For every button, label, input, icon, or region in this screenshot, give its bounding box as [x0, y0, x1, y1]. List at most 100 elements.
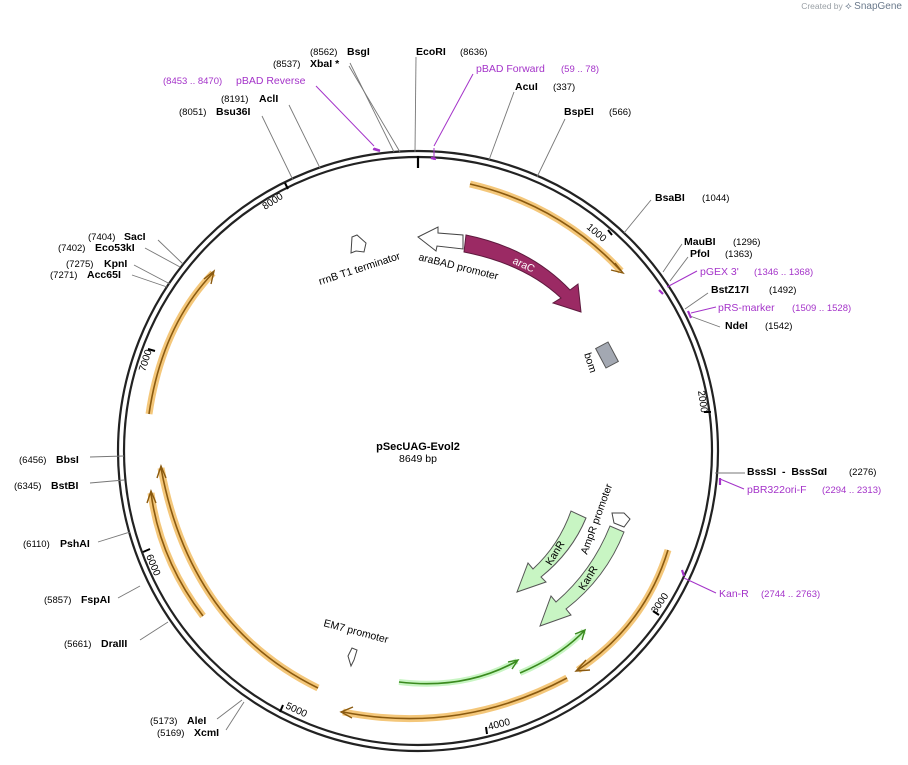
site-position: (7275) — [66, 259, 93, 270]
site-saci-label: SacI — [124, 231, 146, 243]
snapgene-brand-name: SnapGene — [854, 1, 902, 12]
site-position: (7271) — [50, 270, 77, 281]
site-bstz17i-label: BstZ17I — [711, 284, 749, 296]
site-bspei-label: BspEI — [564, 106, 594, 118]
site-position: (1296) — [733, 237, 760, 248]
orf-arc — [145, 270, 216, 415]
site-xbai-label: XbaI * — [310, 58, 340, 70]
site-pfoi-label: PfoI — [690, 248, 710, 260]
site-xcmi-label: XcmI — [194, 727, 219, 739]
orf-arc — [469, 183, 622, 272]
em7-promoter-label: EM7 promoter — [322, 617, 390, 646]
primer-leaders — [315, 73, 745, 594]
primer-position: (8453 .. 8470) — [163, 76, 222, 87]
scale-tick — [284, 182, 289, 190]
primer-pbad-forward-label: pBAD Forward — [476, 63, 545, 75]
scale-tick — [147, 348, 156, 352]
site-position: (5173) — [150, 716, 177, 727]
primer-prs-marker-label: pRS-marker — [718, 302, 775, 314]
primer-position: (1346 .. 1368) — [754, 267, 813, 278]
plasmid-size: 8649 bp — [399, 453, 437, 465]
site-maubi-label: MauBI — [684, 236, 716, 248]
tick-label-5000: 5000 — [284, 701, 309, 721]
tick-label-2000: 2000 — [695, 390, 709, 414]
primer-kan-r-label: Kan-R — [719, 588, 749, 600]
primer-pbad-reverse-label: pBAD Reverse — [236, 75, 306, 87]
tick-label-4000: 4000 — [487, 717, 512, 733]
site-position: (337) — [553, 82, 575, 93]
site-acc65i-label: Acc65I — [87, 269, 121, 281]
orf-arc-head — [339, 706, 354, 719]
primer-position: (2744 .. 2763) — [761, 589, 820, 600]
site-position: (1363) — [725, 249, 752, 260]
scale-tick — [485, 726, 488, 735]
snapgene-branding: Created by ⟡ SnapGene — [801, 1, 902, 12]
site-position: (566) — [609, 107, 631, 118]
tick-label-7000: 7000 — [137, 348, 154, 373]
scale-tick — [142, 548, 151, 553]
scale-tick — [652, 610, 660, 616]
site-position: (6345) — [14, 481, 41, 492]
orf-arc-head — [574, 659, 591, 672]
rrnb-t1-terminator-label: rrnB T1 terminator — [317, 250, 402, 288]
orf-arc — [157, 467, 320, 692]
site-position: (6456) — [19, 455, 46, 466]
site-fspai-label: FspAI — [81, 594, 110, 606]
snapgene-logo-icon: ⟡ — [845, 1, 852, 12]
orf-arc-green — [398, 658, 519, 687]
backbone-outer — [116, 149, 720, 753]
primer-pgex3-label: pGEX 3' — [700, 266, 739, 278]
site-position: (8537) — [273, 59, 300, 70]
site-position: (7402) — [58, 243, 85, 254]
orf-arc-green — [519, 630, 585, 674]
site-ndei-label: NdeI — [725, 320, 748, 332]
site-position: (5857) — [44, 595, 71, 606]
bom-feature-label: bom — [581, 351, 599, 374]
primer-position: (2294 .. 2313) — [822, 485, 881, 496]
site-kpni-label: KpnI — [104, 258, 127, 270]
orf-arc — [150, 492, 204, 617]
site-position: (5169) — [157, 728, 184, 739]
site-position: (1492) — [769, 285, 796, 296]
site-bsssi-label: BssSI - BssSαI — [747, 466, 827, 478]
site-position: (8636) — [460, 47, 487, 58]
scale-tick — [607, 229, 613, 236]
site-acli-label: AclI — [259, 93, 278, 105]
site-bsabi-label: BsaBI — [655, 192, 685, 204]
site-ecori-label: EcoRI — [416, 46, 446, 58]
site-position: (8562) — [310, 47, 337, 58]
orf-arc — [577, 549, 669, 671]
orf-arc-head — [203, 269, 216, 285]
site-eco53ki-label: Eco53kI — [95, 242, 135, 254]
orf-arc-head — [574, 628, 587, 641]
site-position: (8051) — [179, 107, 206, 118]
orf-arc-head — [610, 262, 625, 275]
bom-feature-box — [594, 341, 620, 369]
arabad-promoter-arrow — [417, 226, 464, 252]
scale-tick — [279, 704, 284, 713]
site-leaders — [89, 56, 745, 731]
site-bbsi-label: BbsI — [56, 454, 79, 466]
site-bstbi-label: BstBI — [51, 480, 79, 492]
primer-position: (1509 .. 1528) — [792, 303, 851, 314]
site-draiii-label: DraIII — [101, 638, 127, 650]
site-position: (1044) — [702, 193, 729, 204]
site-position: (1542) — [765, 321, 792, 332]
orf-arc-green — [398, 660, 518, 685]
orf-arc — [160, 467, 319, 689]
site-position: (6110) — [23, 539, 50, 550]
site-position: (5661) — [64, 639, 91, 650]
arac-feature-arrow — [463, 234, 582, 313]
site-bsu36i-label: Bsu36I — [216, 106, 251, 118]
kanr-feature-arrow-1 — [516, 510, 587, 593]
orf-arc — [148, 272, 214, 415]
site-position: (7404) — [88, 232, 115, 243]
plasmid-name: pSecUAG-Evol2 — [376, 441, 460, 453]
site-bsgi-label: BsgI — [347, 46, 370, 58]
orf-arc — [342, 677, 568, 720]
orf-arc-green — [518, 628, 587, 676]
site-alei-label: AleI — [187, 715, 206, 727]
primer-marks — [372, 147, 722, 577]
rrnb-t1-terminator-arrow — [350, 234, 367, 254]
